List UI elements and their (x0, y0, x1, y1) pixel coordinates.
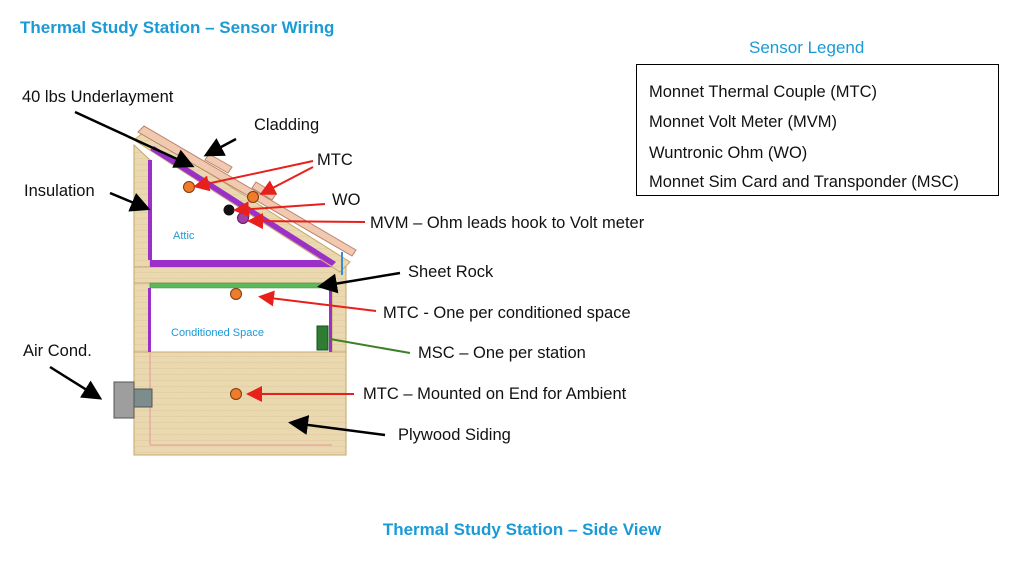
page-title: Thermal Study Station – Sensor Wiring (20, 18, 335, 37)
label-air-cond: Air Cond. (23, 342, 92, 360)
mtc-ambient-sensor (230, 388, 242, 400)
legend-item-msc: Monnet Sim Card and Transponder (MSC) (649, 173, 959, 191)
mtc-conditioned-sensor (230, 288, 242, 300)
red-arrows (193, 160, 377, 402)
label-plywood: Plywood Siding (398, 426, 511, 444)
room-insulation-left (148, 288, 151, 352)
label-mtc-conditioned: MTC - One per conditioned space (383, 304, 631, 322)
legend-item-mtc: Monnet Thermal Couple (MTC) (649, 83, 878, 101)
mtc-attic-sensor (183, 181, 195, 193)
attic-floor-insulation (150, 260, 332, 267)
label-wo: WO (332, 191, 361, 209)
room-insulation-right (329, 288, 332, 352)
sensor-legend: Monnet Thermal Couple (MTC) Monnet Volt … (636, 64, 999, 196)
cladding-strip (137, 125, 357, 257)
label-insulation: Insulation (24, 182, 95, 200)
green-arrow (329, 338, 411, 354)
legend-title: Sensor Legend (749, 38, 865, 57)
ceiling-beam (133, 266, 347, 284)
label-msc: MSC – One per station (418, 344, 586, 362)
label-underlayment: 40 lbs Underlayment (22, 88, 174, 106)
label-mvm: MVM – Ohm leads hook to Volt meter (370, 214, 645, 232)
wall-insulation (148, 160, 152, 260)
black-arrows (49, 110, 401, 437)
air-conditioner (113, 381, 153, 419)
label-mtc-ambient: MTC – Mounted on End for Ambient (363, 385, 627, 403)
label-cladding: Cladding (254, 116, 320, 134)
plywood-siding (133, 351, 347, 456)
msc-device (316, 325, 329, 351)
diagram-caption: Thermal Study Station – Side View (382, 520, 662, 539)
label-attic: Attic (173, 230, 195, 242)
mtc-roof-sensor (247, 191, 259, 203)
mvm-sensor (237, 212, 249, 224)
label-mtc-roof: MTC (317, 151, 353, 169)
wo-sensor (223, 204, 235, 216)
legend-item-mvm: Monnet Volt Meter (MVM) (649, 113, 837, 131)
label-sheet-rock: Sheet Rock (408, 263, 494, 281)
label-conditioned-space: Conditioned Space (171, 327, 264, 339)
roof (133, 125, 357, 275)
legend-item-wo: Wuntronic Ohm (WO) (649, 144, 808, 162)
sheet-rock (149, 282, 333, 289)
